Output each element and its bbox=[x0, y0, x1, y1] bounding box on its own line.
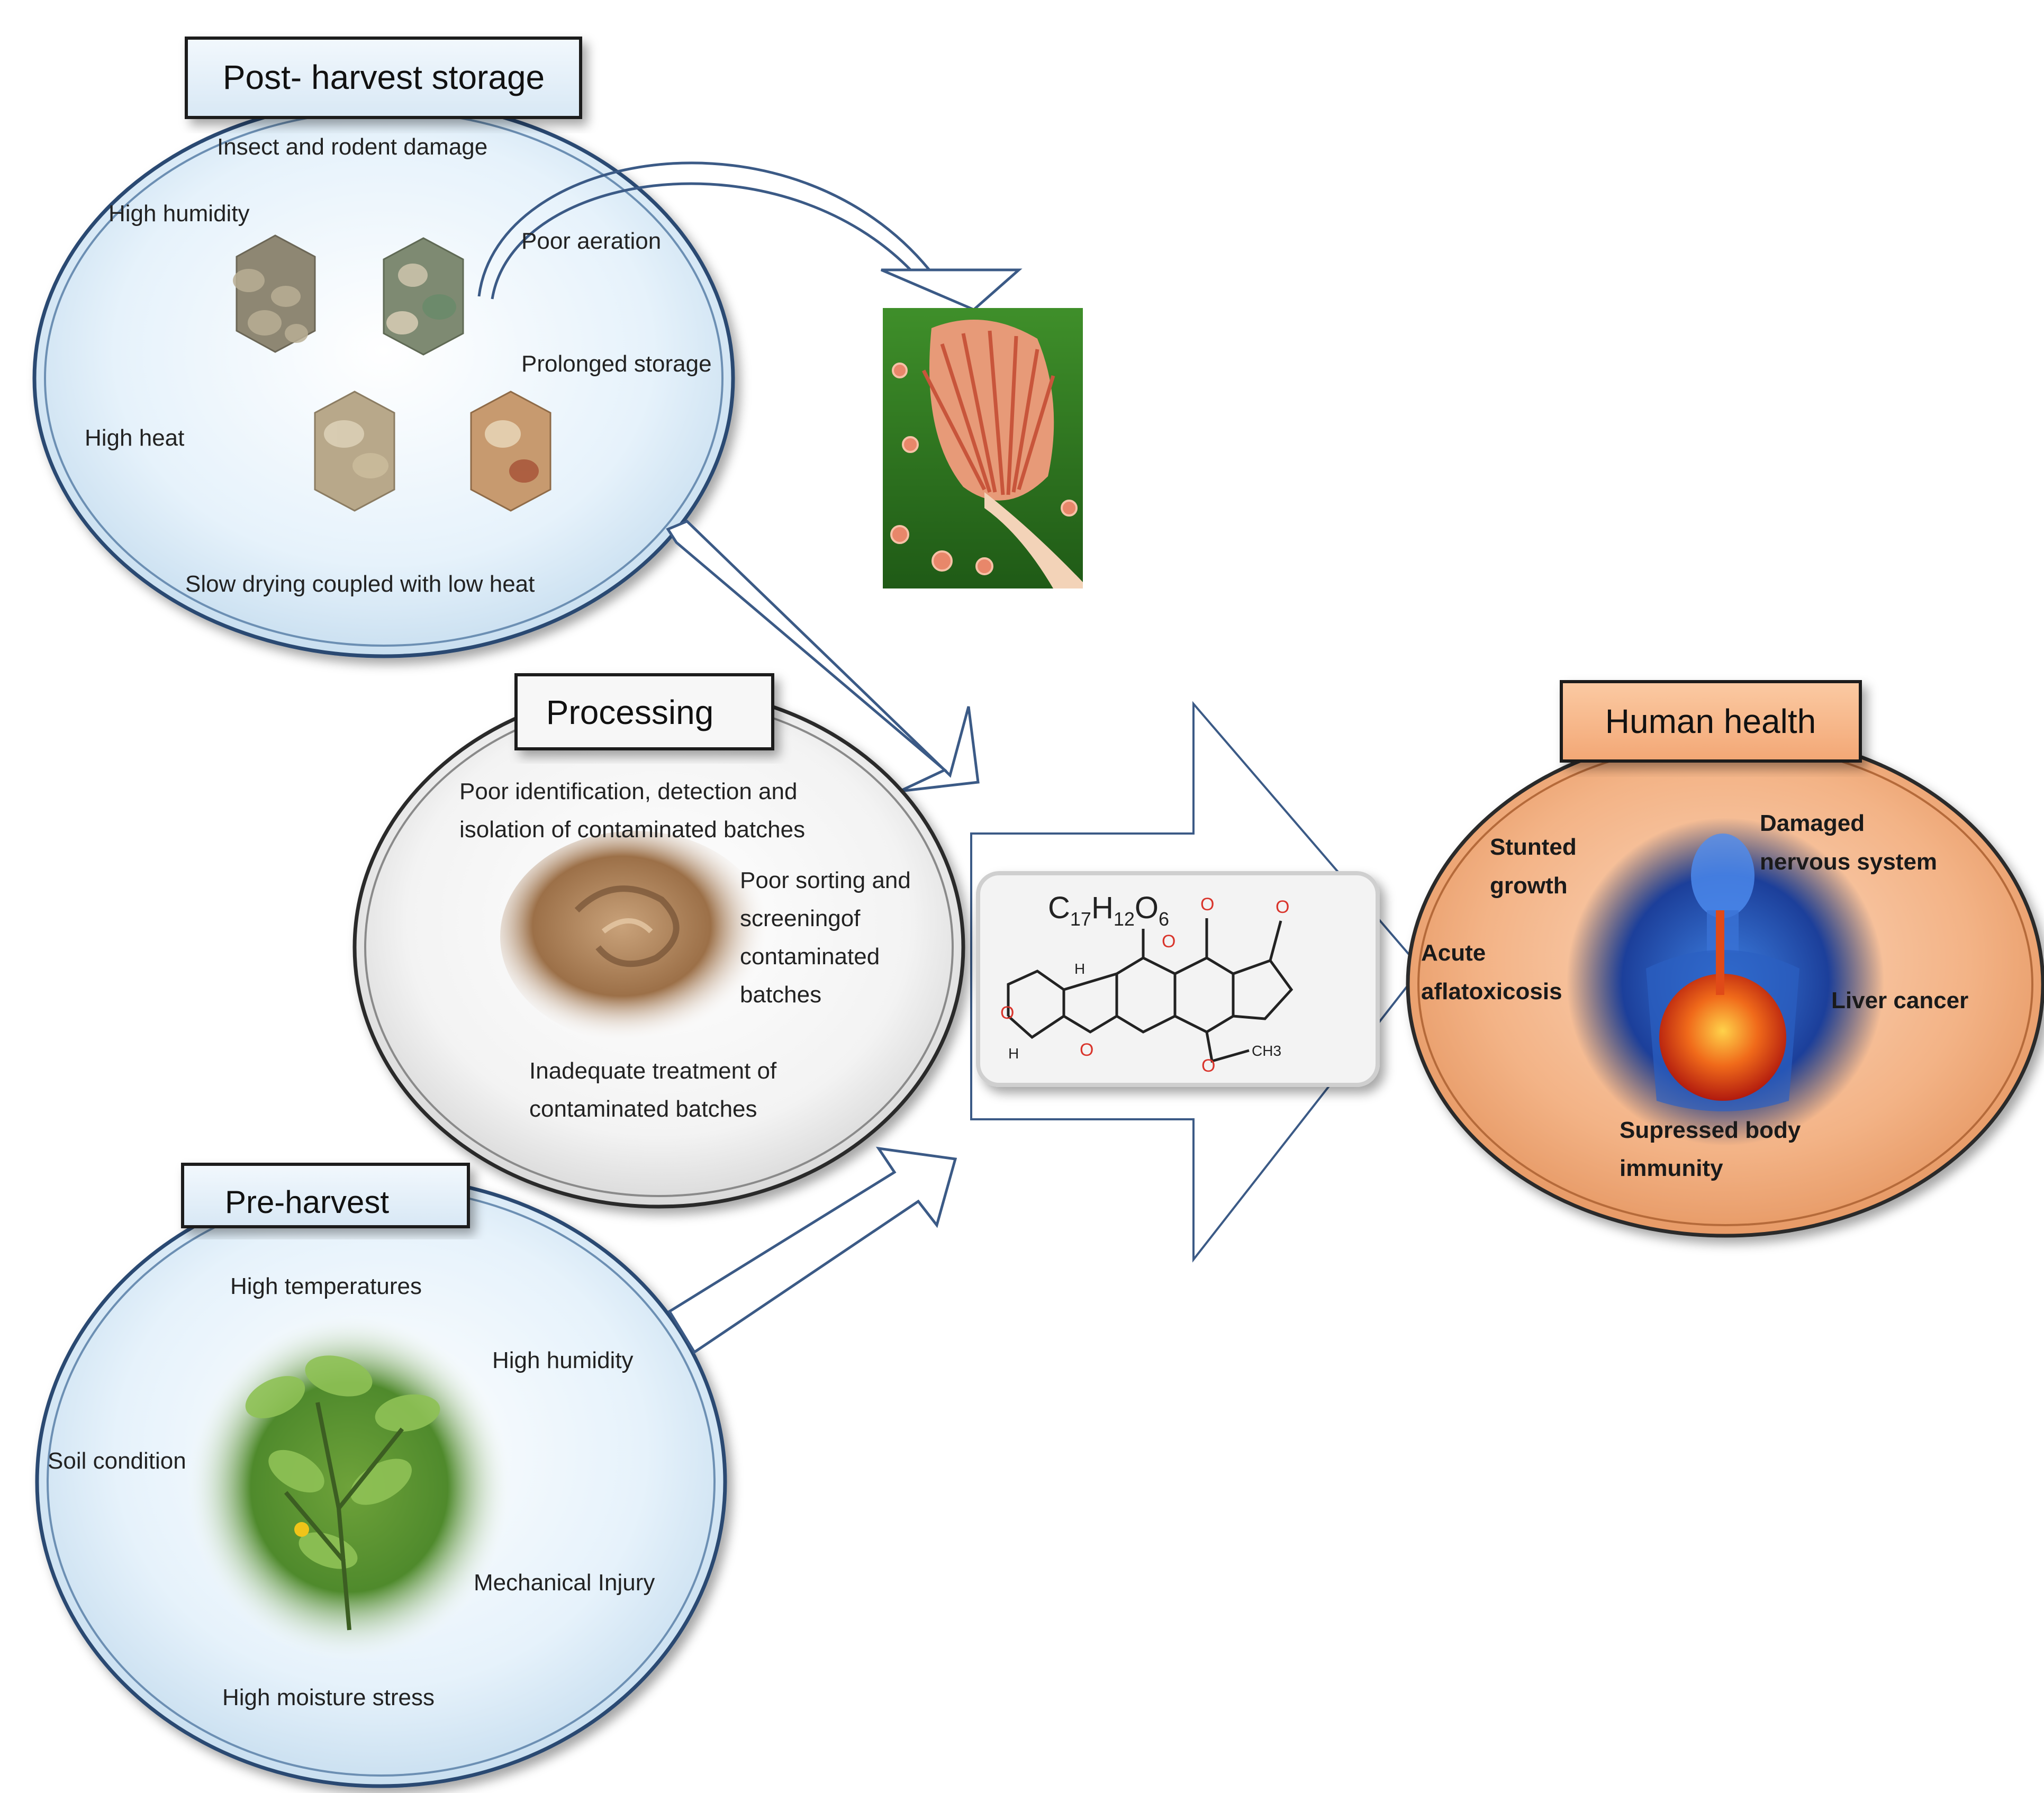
aflatoxin-structure-box: C17H12O6 O O O O O O H H CH3 bbox=[976, 871, 1380, 1087]
factor-high-humidity-field: High humidity bbox=[492, 1347, 634, 1373]
peanut-photo-4 bbox=[470, 391, 551, 512]
molecule-ch3-label: CH3 bbox=[1252, 1043, 1281, 1059]
arrow-pre-harvest bbox=[667, 1146, 957, 1354]
aflatoxin-formula: C17H12O6 bbox=[1048, 891, 1169, 930]
processing-title: Processing bbox=[546, 693, 714, 731]
pre-harvest-title-box: Pre-harvest bbox=[181, 1163, 470, 1228]
factor-high-heat: High heat bbox=[85, 425, 184, 451]
aflatoxin-molecule bbox=[1007, 918, 1294, 1063]
factor-inadequate-treatment-1: Inadequate treatment of bbox=[529, 1058, 777, 1084]
effect-acute-1: Acute bbox=[1421, 940, 1486, 966]
molecule-h-label-1: H bbox=[1074, 961, 1085, 977]
factor-insect-rodent: Insect and rodent damage bbox=[217, 134, 487, 160]
peanut-photo-3 bbox=[314, 391, 395, 512]
factor-poor-sorting-2: screeningof bbox=[740, 905, 861, 931]
aspergillus-fungus-image bbox=[883, 308, 1083, 588]
svg-text:O: O bbox=[1162, 931, 1175, 952]
effect-damaged-2: nervous system bbox=[1760, 849, 1937, 875]
effect-immunity-1: Supressed body bbox=[1620, 1117, 1801, 1143]
effect-stunted-2: growth bbox=[1490, 873, 1568, 899]
svg-text:O: O bbox=[1201, 1056, 1215, 1076]
effect-damaged-1: Damaged bbox=[1760, 810, 1865, 836]
post-harvest-title: Post- harvest storage bbox=[223, 58, 545, 96]
effect-liver-cancer: Liver cancer bbox=[1831, 988, 1968, 1013]
factor-poor-sorting-4: batches bbox=[740, 982, 821, 1008]
post-harvest-title-box: Post- harvest storage bbox=[185, 37, 582, 119]
human-health-title: Human health bbox=[1605, 702, 1816, 740]
peanut-plant-image bbox=[185, 1312, 513, 1662]
human-health-title-box: Human health bbox=[1560, 680, 1862, 763]
svg-text:O: O bbox=[1080, 1040, 1093, 1060]
peanut-photo-2 bbox=[383, 237, 464, 356]
molecule-h-label-2: H bbox=[1008, 1045, 1019, 1062]
factor-inadequate-treatment-2: contaminated batches bbox=[529, 1096, 757, 1122]
factor-soil-condition: Soil condition bbox=[48, 1448, 186, 1474]
svg-text:O: O bbox=[1276, 897, 1289, 917]
factor-mechanical-injury: Mechanical Injury bbox=[474, 1570, 655, 1596]
effect-acute-2: aflatoxicosis bbox=[1421, 979, 1562, 1004]
curved-arrow-head bbox=[881, 268, 1023, 311]
human-body-image bbox=[1567, 818, 1884, 1146]
curved-arrow-to-fungus bbox=[477, 161, 933, 297]
factor-poor-aeration: Poor aeration bbox=[521, 228, 661, 254]
factor-high-humidity-storage: High humidity bbox=[108, 201, 250, 227]
effect-stunted-1: Stunted bbox=[1490, 834, 1577, 860]
svg-text:O: O bbox=[1200, 894, 1214, 914]
factor-moisture-stress: High moisture stress bbox=[222, 1685, 435, 1710]
factor-poor-sorting-1: Poor sorting and bbox=[740, 867, 911, 893]
svg-text:O: O bbox=[1000, 1003, 1014, 1023]
factor-high-temperatures: High temperatures bbox=[230, 1273, 422, 1299]
factor-poor-sorting-3: contaminated bbox=[740, 944, 880, 970]
processing-title-box: Processing bbox=[514, 673, 774, 750]
factor-poor-identification-1: Poor identification, detection and bbox=[459, 778, 797, 804]
pre-harvest-title: Pre-harvest bbox=[225, 1184, 389, 1220]
stored-peanut-images bbox=[233, 234, 551, 512]
factor-poor-identification-2: isolation of contaminated batches bbox=[459, 817, 805, 843]
peanut-butter-image bbox=[500, 831, 770, 1043]
factor-prolonged-storage: Prolonged storage bbox=[521, 351, 712, 377]
effect-immunity-2: immunity bbox=[1620, 1155, 1723, 1181]
arrow-post-harvest bbox=[666, 520, 980, 793]
factor-slow-drying: Slow drying coupled with low heat bbox=[185, 571, 535, 597]
